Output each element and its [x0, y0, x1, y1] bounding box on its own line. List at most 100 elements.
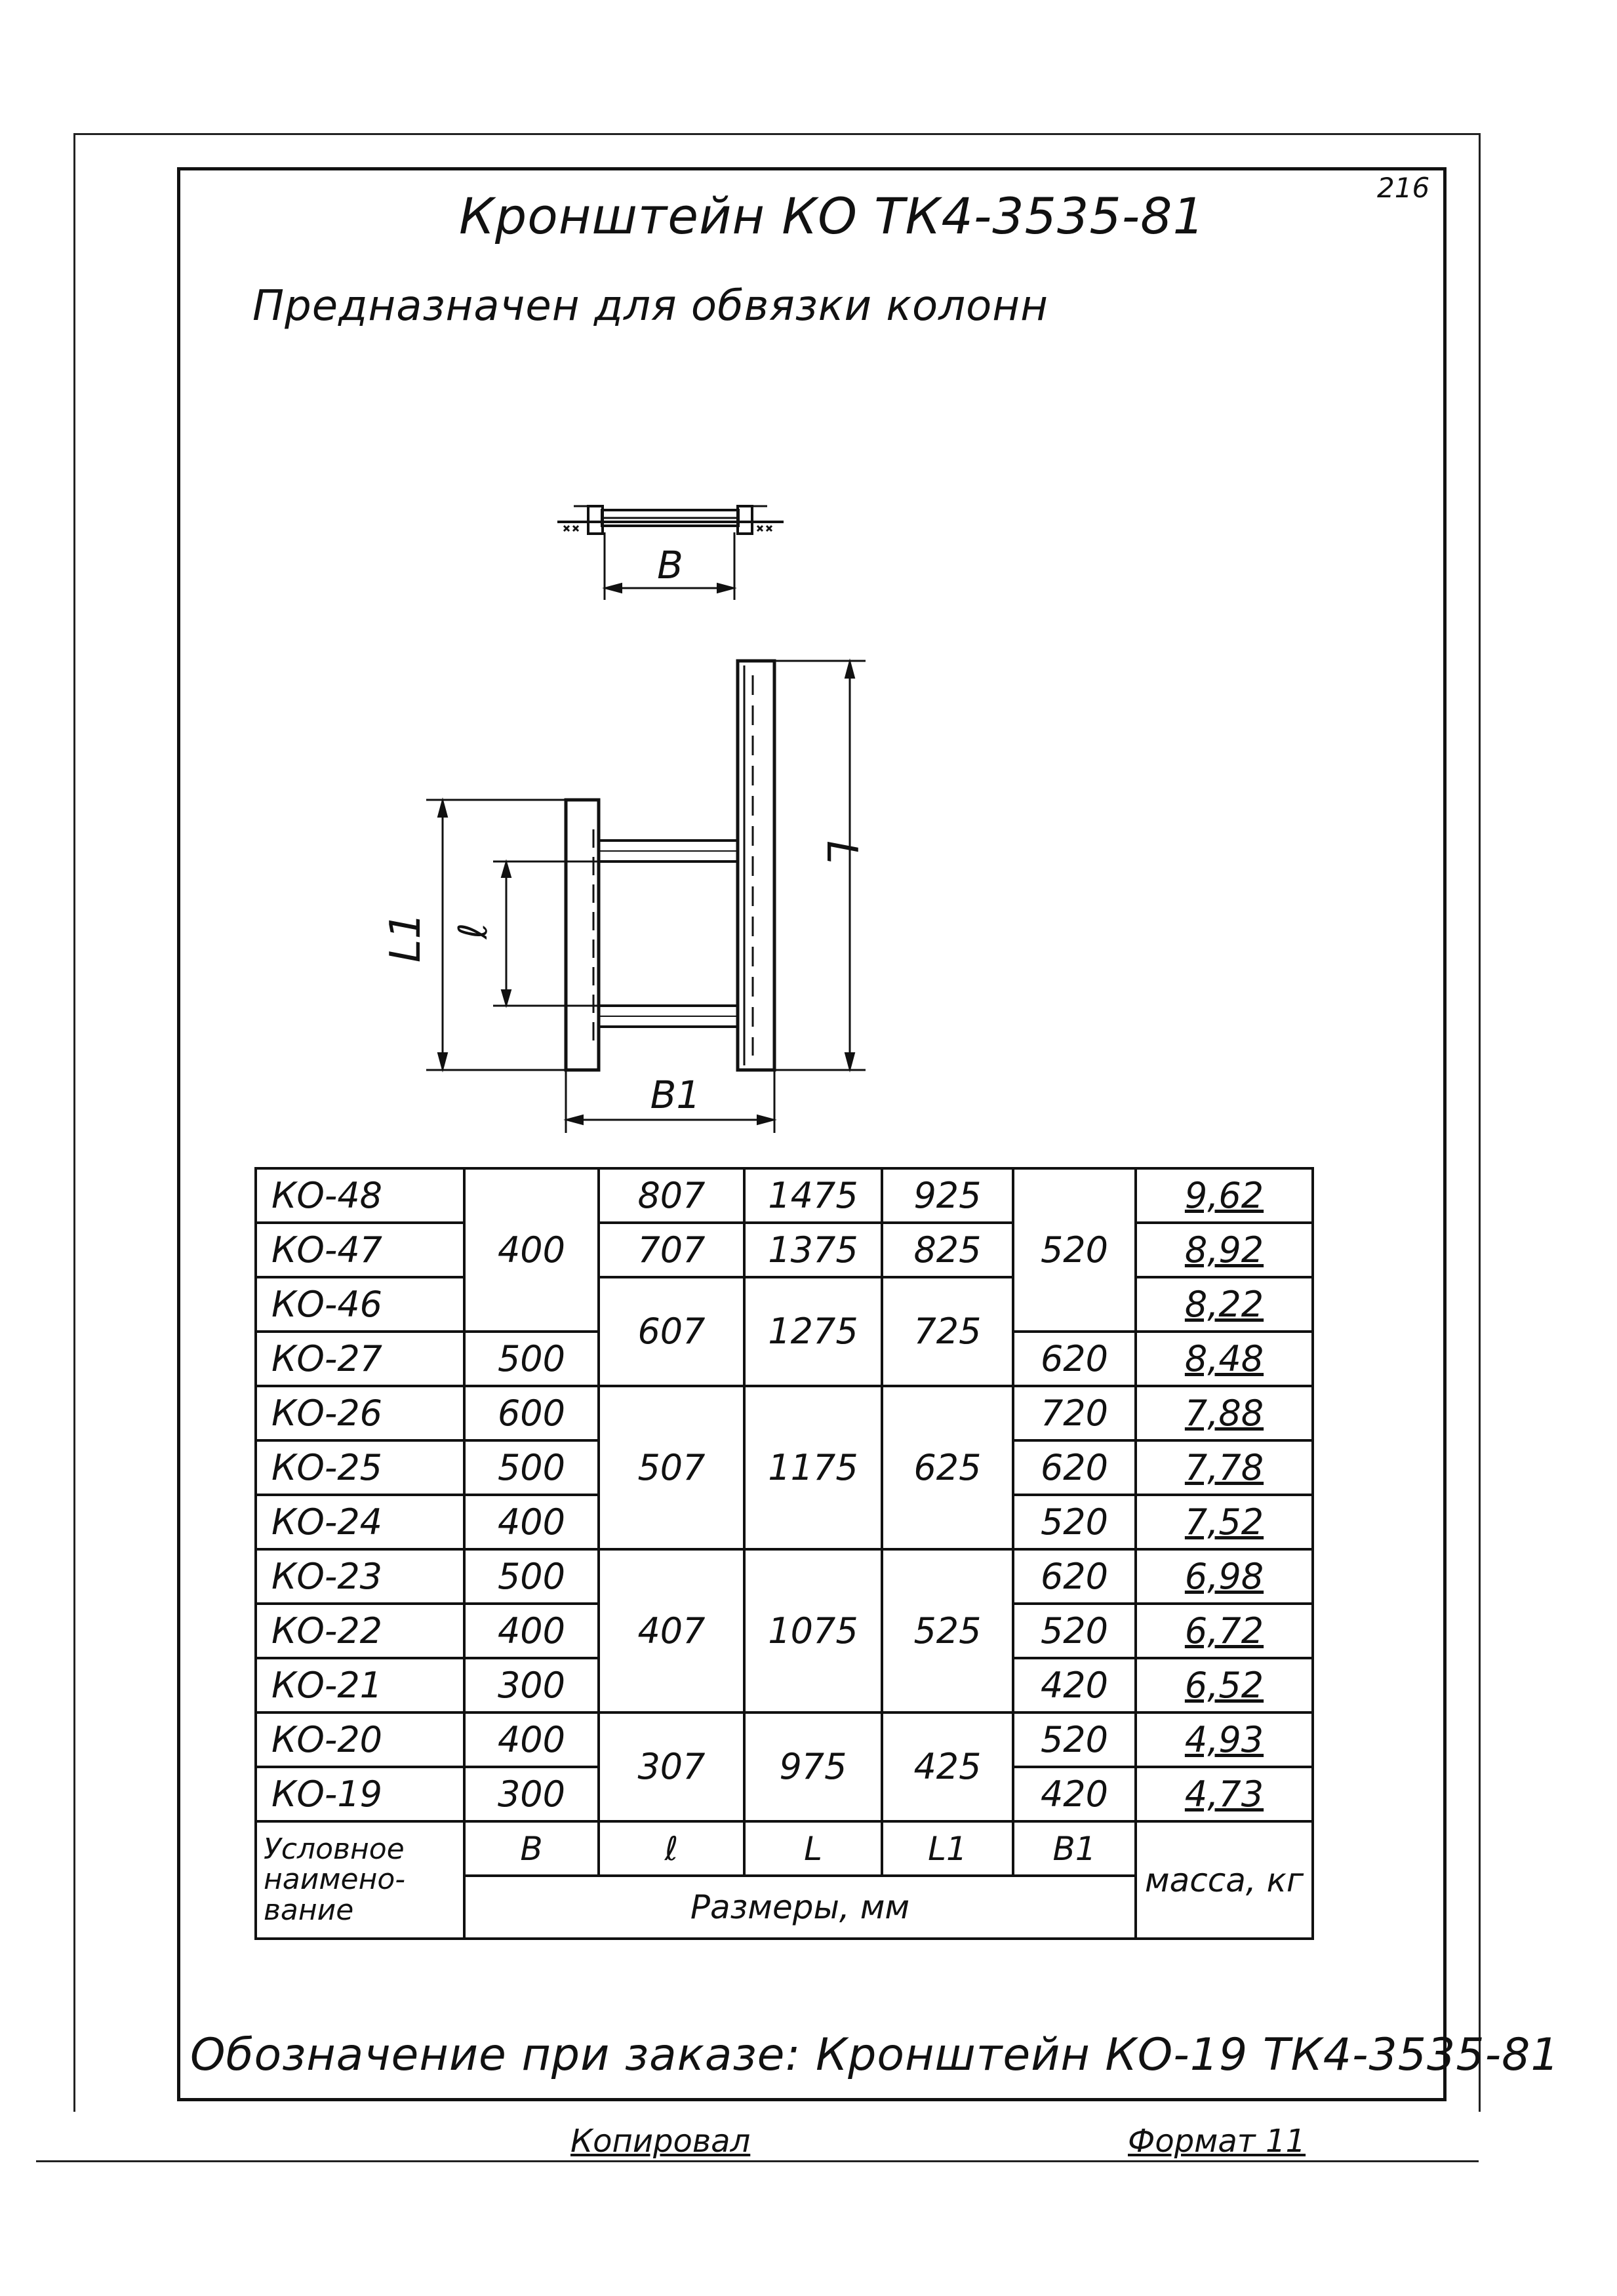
row-name: КО-26 — [254, 1385, 466, 1442]
cell-b: 500 — [463, 1548, 600, 1605]
cell-length: 975 — [743, 1711, 883, 1823]
cell-l: 407 — [597, 1548, 746, 1714]
cell-mass: 6,52 — [1134, 1657, 1314, 1714]
document-title: Кронштейн КО ТК4-3535-81 — [459, 187, 1205, 245]
table-row: КО-24 400 520 7,52 — [254, 1494, 1314, 1551]
cell-b1: 720 — [1012, 1385, 1137, 1442]
table-row: КО-22 400 520 6,72 — [254, 1602, 1314, 1659]
cell-b: 400 — [463, 1711, 600, 1768]
table-header-row: Условное наимено-вание B ℓ L L1 B1 масса… — [254, 1820, 1314, 1940]
cell-b: 300 — [463, 1766, 600, 1823]
dimension-label-b: B — [657, 543, 683, 587]
cell-mass: 6,72 — [1134, 1602, 1314, 1659]
outer-frame — [73, 133, 1481, 2112]
row-name: КО-20 — [254, 1711, 466, 1768]
row-name: КО-48 — [254, 1167, 466, 1224]
header-b: B — [463, 1820, 600, 1877]
cell-l1: 625 — [881, 1385, 1014, 1551]
row-name: КО-27 — [254, 1330, 466, 1387]
row-name: КО-23 — [254, 1548, 466, 1605]
table-row: КО-25 500 620 7,78 — [254, 1439, 1314, 1496]
order-designation: Обозначение при заказе: Кронштейн КО-19 … — [190, 2029, 1560, 2081]
format-label: Формат 11 — [1128, 2123, 1306, 2160]
cell-mass: 7,52 — [1134, 1494, 1314, 1551]
header-l1: L1 — [881, 1820, 1014, 1877]
drawing-frame — [177, 167, 1447, 2101]
header-sizes: Размеры, мм — [463, 1874, 1137, 1940]
copied-by-text: Копировал — [570, 2123, 751, 2160]
cell-length: 1375 — [743, 1221, 883, 1278]
format-text: Формат 11 — [1128, 2123, 1306, 2160]
cell-b1: 620 — [1012, 1548, 1137, 1605]
cell-b1: 520 — [1012, 1711, 1137, 1768]
cell-b: 400 — [463, 1602, 600, 1659]
table-row: КО-47 707 1375 825 8,92 — [254, 1221, 1314, 1278]
cell-b: 500 — [463, 1330, 600, 1387]
cell-l1: 825 — [881, 1221, 1014, 1278]
header-mass: масса, кг — [1134, 1820, 1314, 1940]
cell-l: 307 — [597, 1711, 746, 1823]
row-name: КО-25 — [254, 1439, 466, 1496]
cell-b1: 420 — [1012, 1766, 1137, 1823]
row-name: КО-22 — [254, 1602, 466, 1659]
bottom-rule — [36, 2160, 1479, 2162]
cell-b1: 520 — [1012, 1602, 1137, 1659]
cell-l1: 725 — [881, 1276, 1014, 1387]
elevation-view: L L1 ℓ B1 — [382, 658, 866, 1133]
specification-table: КО-48 400 807 1475 925 520 9,62 КО-47 70… — [254, 1167, 1314, 1940]
cell-b: 500 — [463, 1439, 600, 1496]
cell-l: 707 — [597, 1221, 746, 1278]
cell-b1: 520 — [1012, 1494, 1137, 1551]
cell-l: 607 — [597, 1276, 746, 1387]
cell-mass: 6,98 — [1134, 1548, 1314, 1605]
cell-mass: 4,93 — [1134, 1711, 1314, 1768]
cell-length: 1475 — [743, 1167, 883, 1224]
header-name: Условное наимено-вание — [254, 1820, 466, 1940]
table-row: КО-23 500 407 1075 525 620 6,98 — [254, 1548, 1314, 1714]
cell-mass: 7,78 — [1134, 1439, 1314, 1496]
cell-mass: 8,22 — [1134, 1276, 1314, 1333]
cell-b: 300 — [463, 1657, 600, 1714]
cell-length: 1075 — [743, 1548, 883, 1714]
header-l: ℓ — [597, 1820, 746, 1877]
cell-b: 400 — [463, 1167, 600, 1333]
cell-mass: 9,62 — [1134, 1167, 1314, 1224]
table-row: КО-19 300 420 4,73 — [254, 1766, 1314, 1823]
row-name: КО-21 — [254, 1657, 466, 1714]
copied-by-label: Копировал — [570, 2123, 750, 2160]
row-name: КО-47 — [254, 1221, 466, 1278]
row-name: КО-24 — [254, 1494, 466, 1551]
dimension-label-b1: B1 — [650, 1073, 701, 1117]
cell-l1: 425 — [881, 1711, 1014, 1823]
cell-b: 600 — [463, 1385, 600, 1442]
dimension-label-l: ℓ — [450, 923, 496, 940]
cell-mass: 4,73 — [1134, 1766, 1314, 1823]
table-row: КО-26 600 507 1175 625 720 7,88 — [254, 1385, 1314, 1551]
cell-l: 807 — [597, 1167, 746, 1224]
cell-length: 1175 — [743, 1385, 883, 1551]
table-row: КО-27 500 620 8,48 — [254, 1330, 1314, 1387]
cell-length: 1275 — [743, 1276, 883, 1387]
row-name: КО-19 — [254, 1766, 466, 1823]
cell-l1: 925 — [881, 1167, 1014, 1224]
table-row: КО-20 400 307 975 425 520 4,93 — [254, 1711, 1314, 1823]
header-length: L — [743, 1820, 883, 1877]
cell-b1: 520 — [1012, 1167, 1137, 1333]
cell-l1: 525 — [881, 1548, 1014, 1714]
cell-b1: 620 — [1012, 1330, 1137, 1387]
cell-l: 507 — [597, 1385, 746, 1551]
dimension-label-l1: L1 — [382, 913, 430, 962]
cell-mass: 8,48 — [1134, 1330, 1314, 1387]
row-name: КО-46 — [254, 1276, 466, 1333]
bracket-drawing: B L L1 ℓ B — [382, 505, 866, 1133]
page-number: 216 — [1377, 172, 1430, 204]
table-row: КО-21 300 420 6,52 — [254, 1657, 1314, 1714]
table-header-row: Размеры, мм — [256, 1874, 1313, 1940]
table-row: КО-48 400 807 1475 925 520 9,62 — [254, 1167, 1314, 1333]
plan-view: B — [557, 505, 784, 600]
header-b1: B1 — [1012, 1820, 1137, 1877]
table-row: КО-46 607 1275 725 8,22 — [254, 1276, 1314, 1387]
purpose-text: Предназначен для обвязки колонн — [252, 282, 1048, 330]
cell-b: 400 — [463, 1494, 600, 1551]
cell-mass: 8,92 — [1134, 1221, 1314, 1278]
